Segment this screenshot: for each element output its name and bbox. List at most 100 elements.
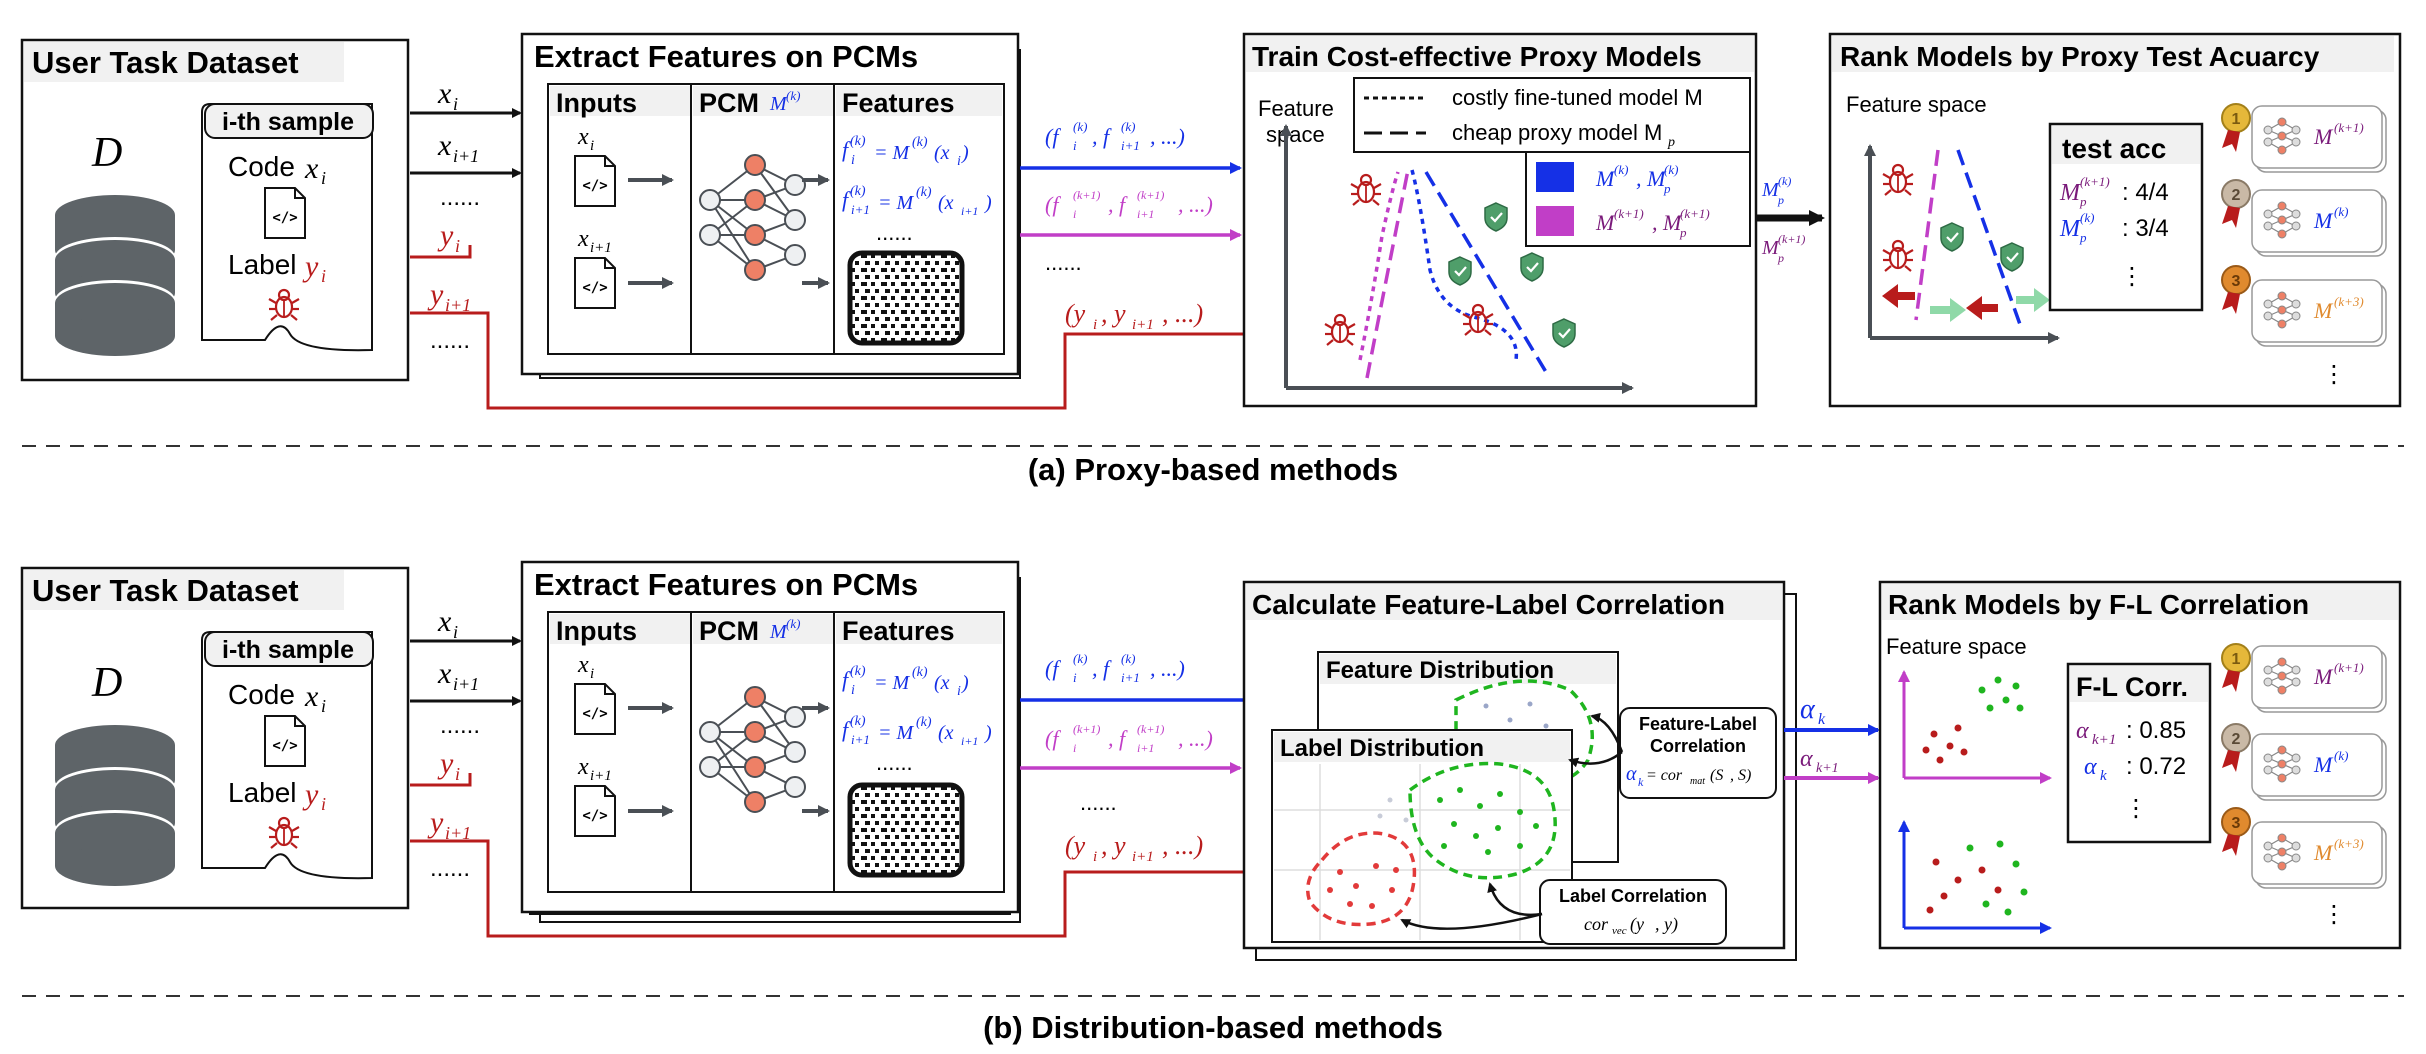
svg-text:(f: (f: [1045, 124, 1061, 149]
svg-text:f: f: [842, 717, 851, 742]
code-label: Code: [228, 151, 295, 182]
svg-text:α: α: [2076, 718, 2089, 744]
svg-text:x: x: [437, 657, 452, 690]
svg-text:......: ......: [430, 855, 470, 882]
svg-text:Features: Features: [842, 88, 955, 118]
svg-text:i: i: [455, 236, 460, 256]
svg-text:x: x: [437, 77, 452, 110]
svg-text:(k): (k): [786, 616, 800, 631]
dataset-box: User Task Dataset D i-th sample Code x i…: [20, 38, 410, 382]
svg-text:M: M: [769, 93, 788, 115]
svg-text:(k): (k): [850, 184, 866, 199]
shield-icon: [1483, 201, 1509, 233]
svg-text:2: 2: [2232, 187, 2241, 204]
svg-text:= cor: = cor: [1646, 767, 1683, 784]
extract-box: Extract Features on PCMs Inputs PCM M (k…: [520, 560, 1021, 923]
svg-text:i+1: i+1: [1121, 138, 1140, 153]
svg-text:, f: , f: [1092, 656, 1112, 681]
svg-text:PCM: PCM: [699, 88, 759, 118]
svg-text:i: i: [321, 794, 326, 814]
label-label: Label: [228, 249, 297, 280]
section-b: User Task Dataset D i-th sample Code x i…: [20, 560, 2404, 1045]
svg-text:f: f: [842, 187, 851, 212]
svg-text:= M: = M: [878, 192, 914, 214]
svg-text:M: M: [2059, 180, 2082, 206]
dataset-links: x i x i+1 ...... y i y i+1 ......: [410, 77, 1322, 410]
svg-text:......: ......: [430, 327, 470, 354]
svg-text:......: ......: [1045, 250, 1082, 275]
svg-text:, M: , M: [1636, 166, 1667, 191]
svg-text:M: M: [2313, 298, 2334, 323]
svg-text:y: y: [427, 806, 444, 839]
shield-icon: [1999, 241, 2025, 273]
svg-text:i: i: [1073, 138, 1077, 153]
svg-text:: 0.85: : 0.85: [2126, 717, 2186, 744]
svg-text:(k+1): (k+1): [1614, 206, 1644, 221]
svg-text:3: 3: [2232, 273, 2241, 290]
svg-text:, ...): , ...): [1178, 192, 1213, 217]
svg-text:(k): (k): [1664, 162, 1678, 177]
alpha-arrows: α k α k+1: [1784, 694, 1880, 784]
svg-text:(k+1): (k+1): [1778, 232, 1805, 246]
database-icon: [55, 195, 175, 356]
svg-text:i: i: [455, 764, 460, 784]
svg-text:x: x: [437, 129, 452, 162]
svg-text:i: i: [1093, 849, 1097, 865]
svg-text:k: k: [1638, 775, 1644, 789]
svg-text:y: y: [427, 278, 444, 311]
svg-text:(k+1): (k+1): [2080, 174, 2110, 189]
svg-text:): ): [961, 142, 969, 164]
feature-matrix: [847, 250, 965, 346]
svg-text:(S: (S: [1710, 767, 1723, 784]
svg-text:Label Correlation: Label Correlation: [1559, 886, 1707, 906]
svg-text:x: x: [437, 605, 452, 638]
tuples-b: (f (k) i , f (k) i+1 , ...) M (k) (f (k+…: [1020, 643, 1317, 865]
extract-box: Extract Features on PCMs Inputs PCM M (k…: [520, 32, 1021, 379]
train-box: Train Cost-effective Proxy Models Featur…: [1242, 32, 1758, 408]
svg-text:i+1: i+1: [1132, 849, 1154, 865]
svg-text:i: i: [321, 168, 326, 188]
svg-text:i+1: i+1: [590, 240, 612, 256]
svg-text:(k+1): (k+1): [1137, 722, 1164, 736]
svg-text:M: M: [2059, 216, 2082, 242]
svg-text:⋮: ⋮: [2124, 795, 2148, 822]
code-file-icon: [264, 715, 306, 767]
database-icon: [55, 725, 175, 886]
svg-text:Extract Features on PCMs: Extract Features on PCMs: [534, 567, 918, 602]
svg-text:p: p: [1663, 181, 1671, 196]
svg-text:i-th sample: i-th sample: [222, 636, 354, 664]
svg-text:(k): (k): [2334, 204, 2348, 219]
svg-text:2: 2: [2232, 731, 2241, 748]
svg-text:): ): [961, 672, 969, 694]
svg-text:i+1: i+1: [851, 732, 870, 747]
svg-text:i+1: i+1: [590, 768, 612, 784]
svg-text:Feature: Feature: [1258, 96, 1334, 121]
svg-text:, S): , S): [1730, 767, 1751, 784]
svg-text:(k): (k): [850, 664, 866, 679]
svg-text:(k): (k): [912, 665, 928, 680]
svg-text:i: i: [321, 266, 326, 286]
svg-text:(k+3): (k+3): [2334, 836, 2364, 851]
svg-text:x: x: [304, 680, 319, 713]
svg-text:x: x: [577, 754, 589, 780]
svg-text:Code: Code: [228, 679, 295, 710]
shield-icon: [1519, 251, 1545, 283]
svg-text:p: p: [1679, 225, 1687, 240]
svg-text:Features: Features: [842, 616, 955, 646]
svg-text:i+1: i+1: [851, 202, 870, 217]
svg-text:p: p: [1777, 251, 1784, 265]
svg-text:(k): (k): [1121, 651, 1135, 666]
sample-title: i-th sample: [222, 108, 354, 136]
svg-text:, ...): , ...): [1178, 726, 1213, 751]
svg-text:Label: Label: [228, 777, 297, 808]
svg-text:: 0.72: : 0.72: [2126, 753, 2186, 780]
svg-text:, y: , y: [1101, 831, 1126, 860]
svg-text:(k+1): (k+1): [1073, 722, 1100, 736]
calc-title: Calculate Feature-Label Correlation: [1252, 589, 1725, 620]
svg-text:Inputs: Inputs: [556, 616, 637, 646]
svg-text:α: α: [1626, 763, 1637, 785]
svg-text:x: x: [577, 652, 589, 678]
svg-text:(f: (f: [1045, 726, 1061, 751]
dataset-links: x i x i+1 ...... y i y i+1 ......: [410, 605, 1272, 938]
